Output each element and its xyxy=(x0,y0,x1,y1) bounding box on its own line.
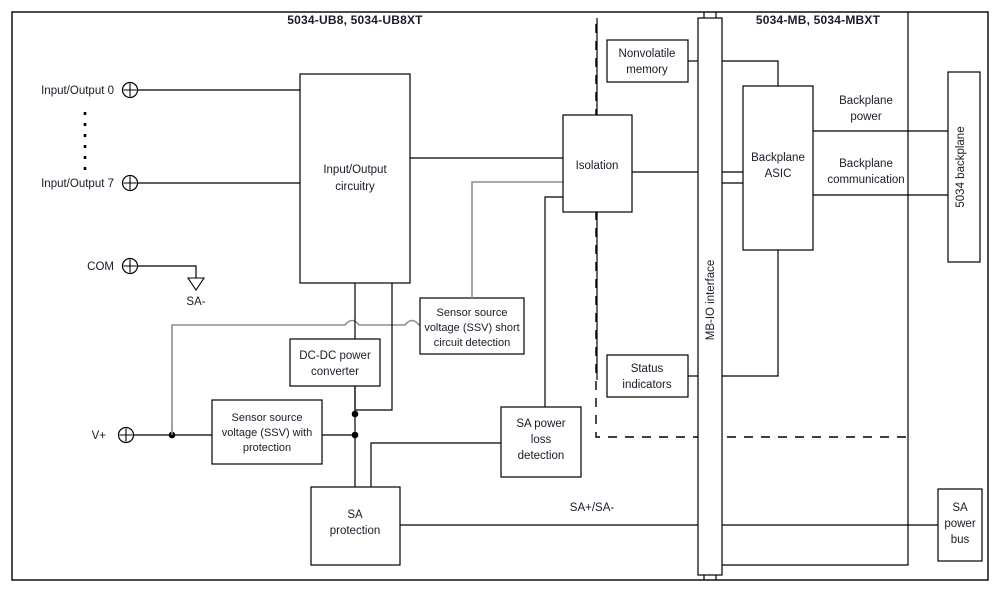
block-sa-protection-label-line1: SA xyxy=(347,509,363,521)
wire-label-backplane-comm-line1: Backplane xyxy=(839,158,893,170)
block-sa-power-bus-label-line3: bus xyxy=(951,534,970,546)
wire-asic-down-to-mbio xyxy=(722,250,779,377)
block-dcdc-label-line1: DC-DC power xyxy=(299,350,371,362)
wire-sa-bus-to-power-loss xyxy=(370,442,501,487)
block-sa-power-loss-label-line1: SA power xyxy=(516,418,565,430)
block-backplane-asic[interactable] xyxy=(742,85,814,251)
block-isolation-label: Isolation xyxy=(576,160,619,172)
block-ssv-protection-label-line3: protection xyxy=(243,442,291,454)
terminal-vplus[interactable] xyxy=(117,426,135,444)
wire-label-backplane-comm-line2: communication xyxy=(827,174,904,186)
wire-label-backplane-power-line2: power xyxy=(850,111,881,123)
block-mb-io-interface-label: MB-IO interface xyxy=(705,260,717,341)
block-ssv-protection-label-line1: Sensor source xyxy=(232,412,303,424)
terminal-label-io7: Input/Output 7 xyxy=(41,178,114,190)
terminal-label-vplus: V+ xyxy=(92,430,107,442)
block-dcdc-converter[interactable] xyxy=(289,338,381,387)
gray-sense-wire-vplus xyxy=(171,319,420,435)
terminal-label-io0: Input/Output 0 xyxy=(41,85,114,97)
block-sa-protection[interactable] xyxy=(310,486,401,566)
block-io-circuitry-label-line2: circuitry xyxy=(335,181,375,193)
block-5034-backplane-label: 5034 backplane xyxy=(955,126,967,207)
block-nonvolatile-memory-label-line1: Nonvolatile xyxy=(619,48,676,60)
terminal-io0[interactable] xyxy=(121,81,139,99)
block-status-indicators-label-line2: indicators xyxy=(622,379,671,391)
terminal-label-com: COM xyxy=(87,261,114,273)
outer-frame xyxy=(11,11,989,581)
block-ssv-short-circuit-detection[interactable] xyxy=(419,297,525,355)
block-mb-io-interface[interactable] xyxy=(697,17,723,576)
block-ssv-short-label-line2: voltage (SSV) short xyxy=(424,322,519,334)
ground-label: SA- xyxy=(186,296,205,308)
block-sa-power-loss-label-line2: loss xyxy=(531,434,552,446)
terminal-com[interactable] xyxy=(121,257,139,275)
block-ssv-protection-label-line2: voltage (SSV) with xyxy=(222,427,312,439)
block-sa-power-bus-label-line2: power xyxy=(944,518,975,530)
block-ssv-short-label-line1: Sensor source xyxy=(437,307,508,319)
block-sa-power-loss-detection[interactable] xyxy=(500,406,582,478)
wire-io-down-secondary xyxy=(355,283,393,411)
block-ssv-with-protection[interactable] xyxy=(211,399,323,465)
gray-wire-ssv-short-to-isolation xyxy=(471,181,563,298)
title-right: 5034-MB, 5034-MBXT xyxy=(756,13,881,27)
block-isolation[interactable] xyxy=(562,114,633,213)
block-dcdc-label-line2: converter xyxy=(311,366,359,378)
sa-minus-ground-symbol xyxy=(186,277,206,291)
block-status-indicators-label-line1: Status xyxy=(631,363,664,375)
title-left: 5034-UB8, 5034-UB8XT xyxy=(287,13,423,27)
block-backplane-asic-label-line2: ASIC xyxy=(765,168,792,180)
block-io-circuitry-label-line1: Input/Output xyxy=(323,164,387,176)
wire-right-rail xyxy=(722,12,909,566)
block-sa-power-loss-label-line3: detection xyxy=(518,450,565,462)
block-nonvolatile-memory[interactable] xyxy=(606,39,689,83)
block-io-circuitry[interactable] xyxy=(299,73,411,284)
block-ssv-short-label-line3: circuit detection xyxy=(434,337,510,349)
block-sa-power-bus-label-line1: SA xyxy=(952,502,968,514)
block-sa-power-bus[interactable] xyxy=(937,488,983,562)
block-sa-protection-label-line2: protection xyxy=(330,525,381,537)
block-backplane-asic-label-line1: Backplane xyxy=(751,152,805,164)
wire-mbio-asic-feed-top xyxy=(722,60,779,86)
block-5034-backplane[interactable] xyxy=(947,71,981,263)
wire-com-to-ground xyxy=(138,265,197,278)
wire-label-backplane-power-line1: Backplane xyxy=(839,95,893,107)
block-nonvolatile-memory-label-line2: memory xyxy=(626,64,668,76)
wire-label-sa-plus-minus: SA+/SA- xyxy=(570,502,615,514)
terminal-io7[interactable] xyxy=(121,174,139,192)
